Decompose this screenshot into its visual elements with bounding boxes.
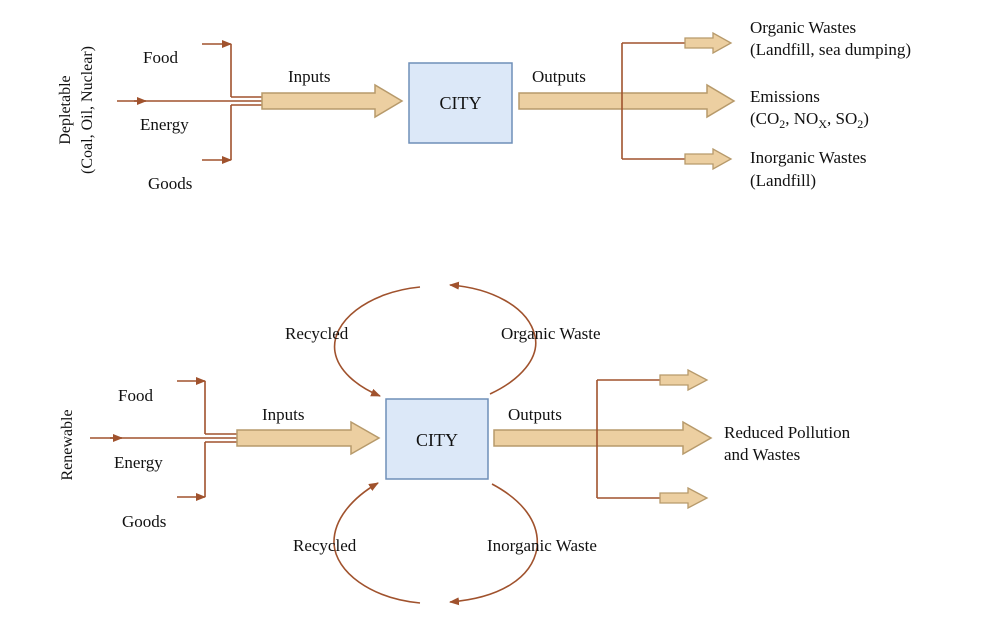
bottom-goods-label: Goods xyxy=(122,512,166,531)
top-outputs-arrow xyxy=(518,83,736,119)
top-output-branches xyxy=(621,42,685,160)
recycle-top-right-curve xyxy=(449,281,537,395)
recycle-bottom-left-curve xyxy=(333,482,421,604)
bottom-input-lines xyxy=(90,377,237,501)
bottom-energy-label: Energy xyxy=(114,453,163,472)
top-inputs-label: Inputs xyxy=(288,67,331,86)
bottom-outputs-label: Outputs xyxy=(508,405,562,424)
recycled-top-label: Recycled xyxy=(285,324,349,343)
top-goods-label: Goods xyxy=(148,174,192,193)
top-food-label: Food xyxy=(143,48,178,67)
bottom-inputs-arrow xyxy=(236,420,381,456)
recycle-curves xyxy=(333,281,539,606)
bottom-output-branches xyxy=(596,379,660,499)
bottom-outputs-arrow xyxy=(493,420,713,456)
recycled-bottom-label: Recycled xyxy=(293,536,357,555)
bottom-lower-small-arrow xyxy=(659,486,709,510)
top-outputs-label: Outputs xyxy=(532,67,586,86)
top-inputs-arrow xyxy=(261,83,404,119)
top-side-label-line1: Depletable xyxy=(57,75,74,144)
recycle-top-left-curve xyxy=(333,286,421,397)
bottom-city-label: CITY xyxy=(416,430,458,450)
bottom-inputs-label: Inputs xyxy=(262,405,305,424)
organic-waste-label: Organic Waste xyxy=(501,324,601,343)
bottom-city-box xyxy=(385,398,489,480)
top-input-lines xyxy=(117,40,262,164)
top-emissions-formula: (CO2, NOX, SO2) xyxy=(750,109,869,131)
bottom-result-line1: Reduced Pollution xyxy=(724,423,851,442)
bottom-side-label: Renewable xyxy=(59,409,76,480)
top-organic-small-arrow xyxy=(684,31,733,55)
top-inorganic-line2: (Landfill) xyxy=(750,171,816,190)
top-city-label: CITY xyxy=(440,93,482,113)
bottom-upper-small-arrow xyxy=(659,368,709,392)
top-side-label-line2: (Coal, Oil, Nuclear) xyxy=(79,46,96,174)
top-inorganic-line1: Inorganic Wastes xyxy=(750,148,867,167)
bottom-diagram: Renewable Food Energy Goods Inputs CITY … xyxy=(59,281,851,606)
bottom-result-line2: and Wastes xyxy=(724,445,800,464)
recycle-bottom-right-curve xyxy=(449,483,539,606)
top-diagram: Depletable (Coal, Oil, Nuclear) Food Ene… xyxy=(57,18,911,193)
inorganic-waste-label: Inorganic Waste xyxy=(487,536,597,555)
bottom-food-label: Food xyxy=(118,386,153,405)
top-organic-line2: (Landfill, sea dumping) xyxy=(750,40,911,59)
top-inorganic-small-arrow xyxy=(684,147,733,171)
top-city-box xyxy=(408,62,513,144)
top-emissions-line1: Emissions xyxy=(750,87,820,106)
top-energy-label: Energy xyxy=(140,115,189,134)
top-organic-line1: Organic Wastes xyxy=(750,18,856,37)
